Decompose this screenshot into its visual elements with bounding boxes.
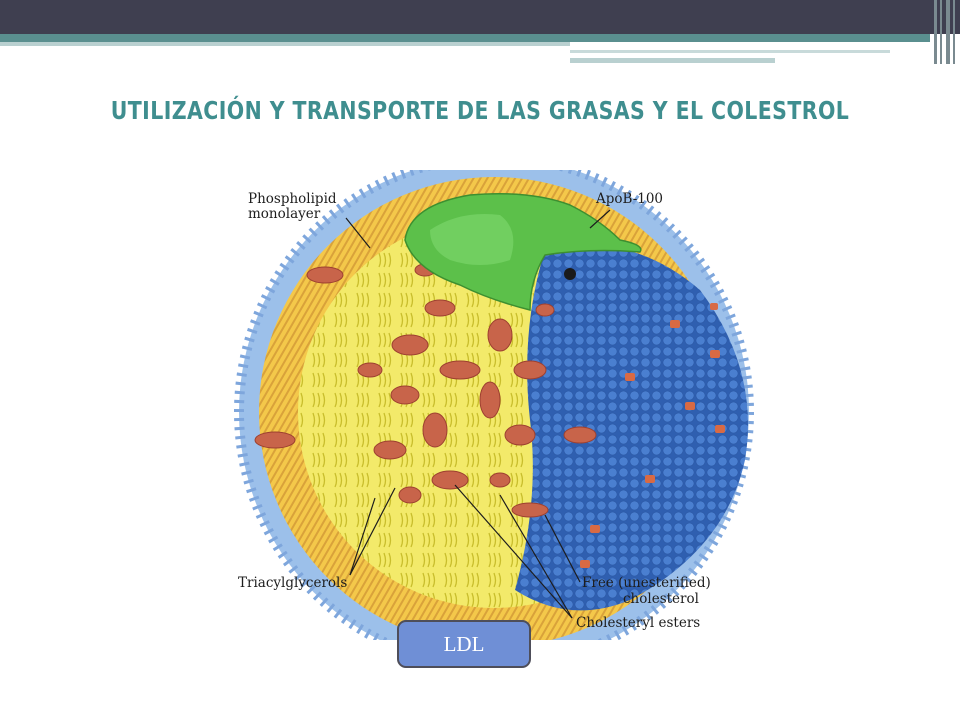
- label-phospholipid: Phospholipid: [248, 191, 337, 207]
- label-apob-100: ApoB-100: [595, 191, 663, 207]
- label-triacylglycerols: Triacylglycerols: [238, 575, 347, 591]
- decorative-line: [953, 0, 955, 64]
- decorative-line: [946, 0, 950, 64]
- cholesteryl-ester-blobs: [254, 263, 597, 518]
- ldl-label: LDL: [443, 631, 485, 656]
- accent-band: [0, 42, 570, 46]
- top-header-bar: [0, 0, 960, 34]
- accent-bar: [0, 34, 930, 42]
- decorative-line: [940, 0, 942, 64]
- free-cholesterol-dots: [580, 303, 725, 568]
- accent-band: [570, 50, 890, 53]
- label-cholesterol: cholesterol: [623, 591, 699, 607]
- label-free-cholesterol: Free (unesterified): [582, 575, 711, 591]
- slide-title: UTILIZACIÓN Y TRANSPORTE DE LAS GRASAS Y…: [110, 96, 850, 125]
- leader-lines: [345, 209, 611, 619]
- protein-surface: [515, 245, 748, 611]
- decorative-line: [934, 0, 937, 64]
- accent-band: [570, 58, 775, 63]
- label-cholesteryl-esters: Cholesteryl esters: [576, 615, 700, 631]
- label-monolayer: monolayer: [248, 206, 321, 222]
- ldl-particle-diagram: Phospholipid monolayer ApoB-100 Triacylg…: [234, 170, 754, 640]
- ldl-button[interactable]: LDL: [397, 620, 531, 668]
- surface-marker: [564, 268, 576, 280]
